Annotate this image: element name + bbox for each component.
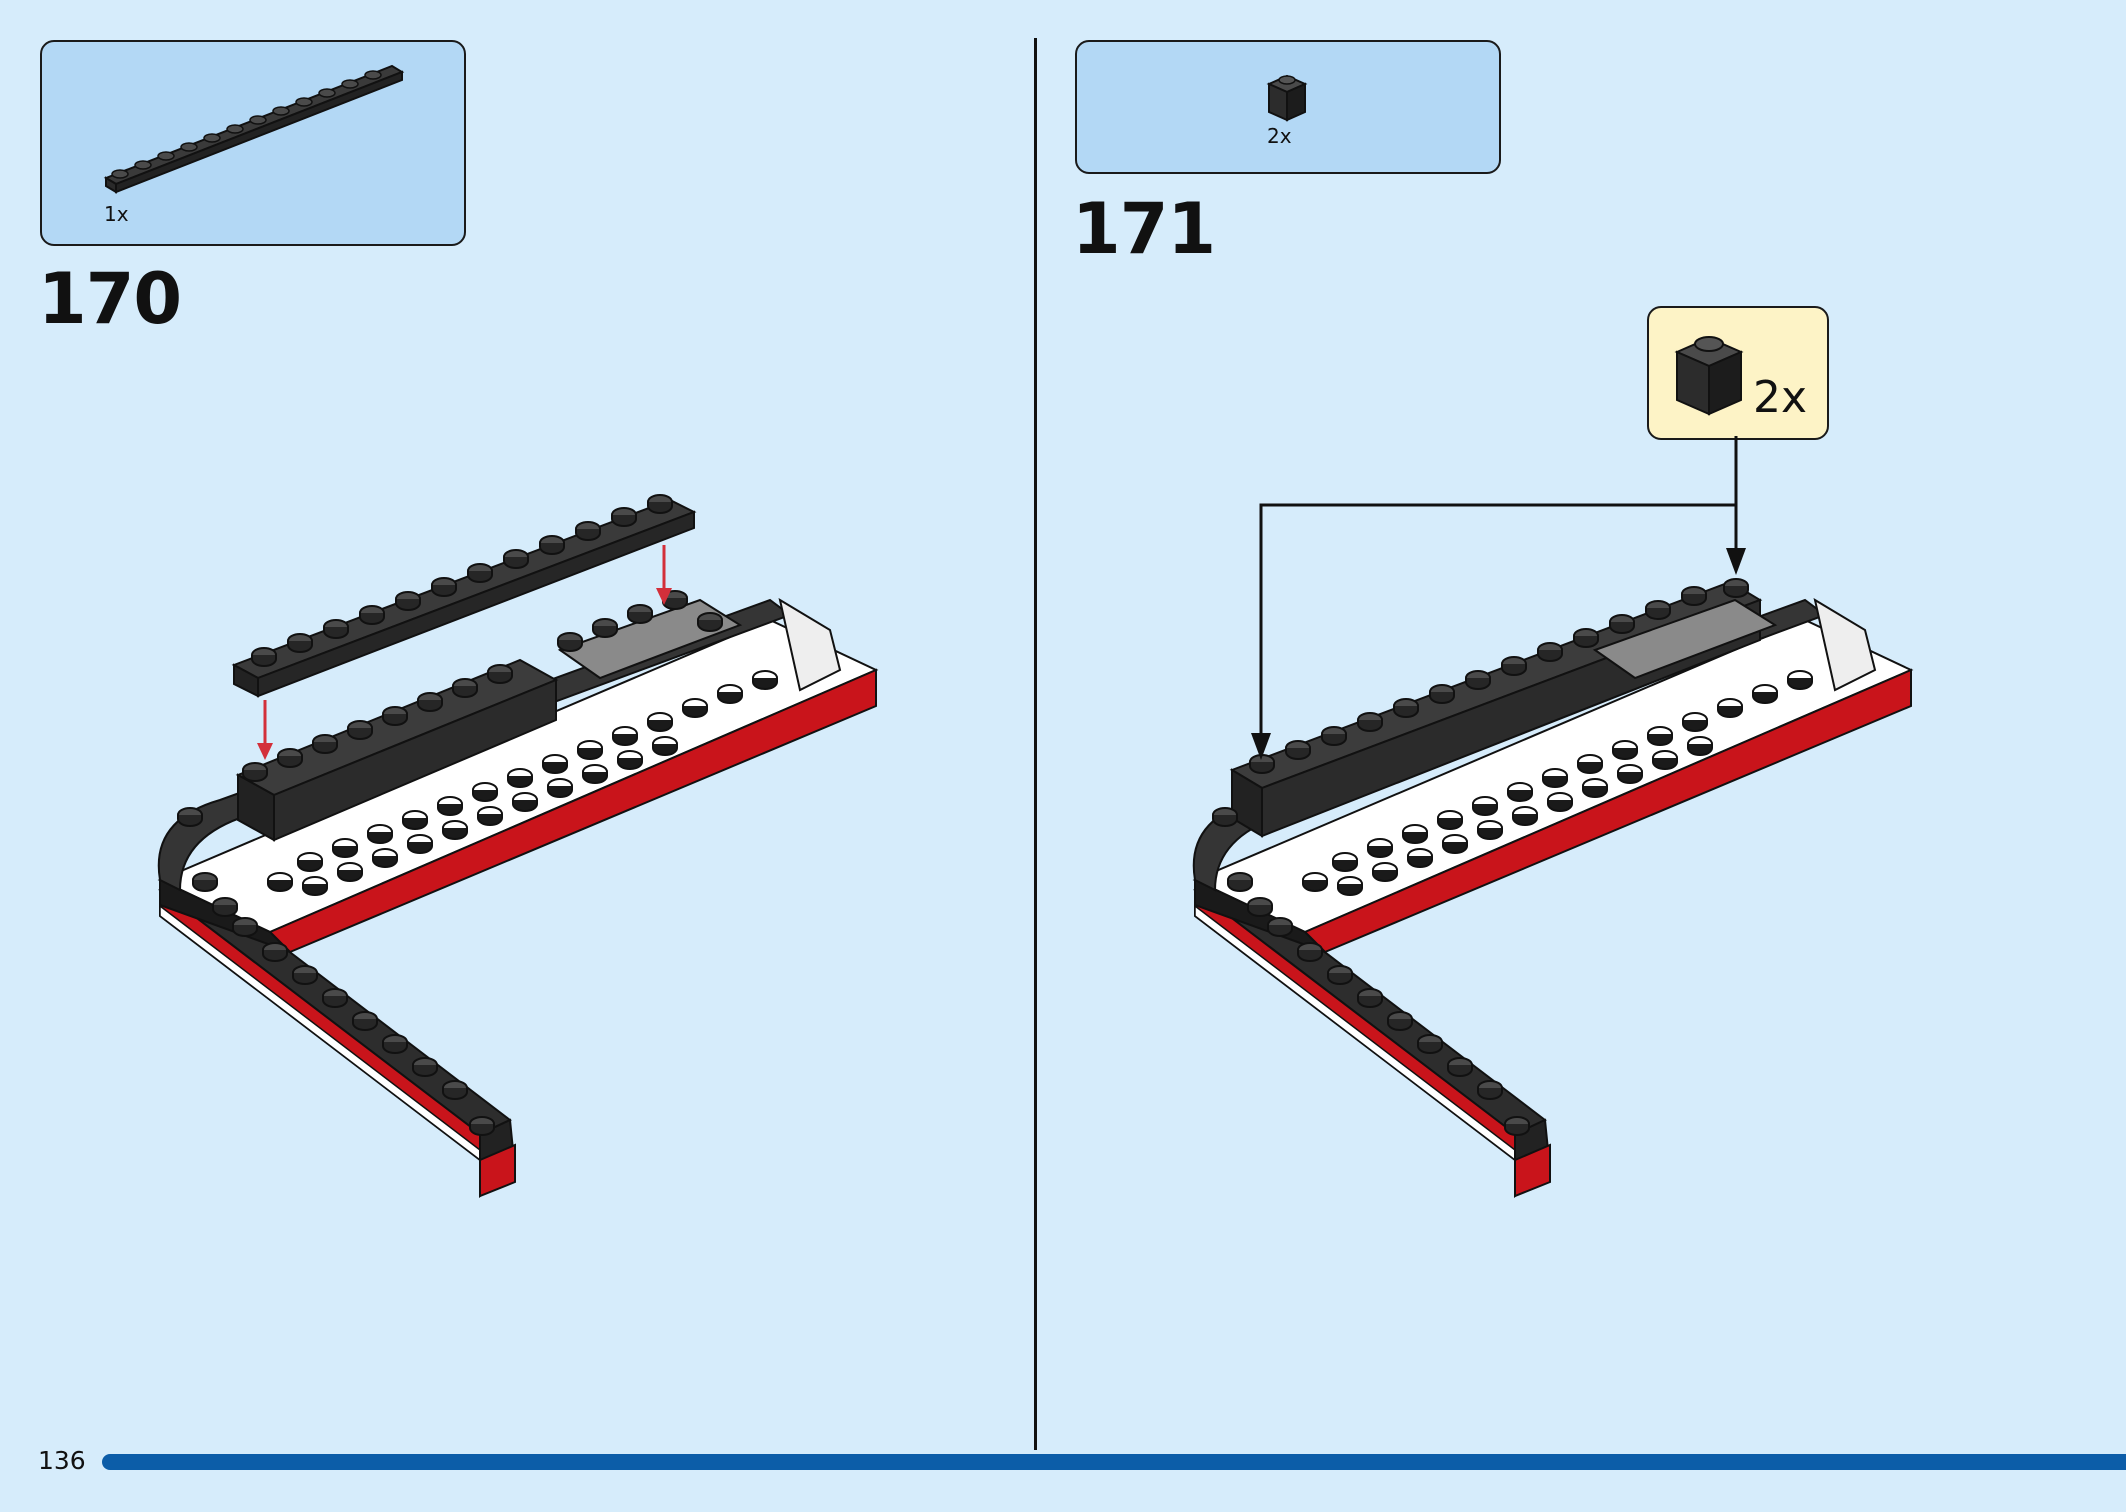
step-170-model [157, 494, 879, 1198]
red-placement-arrow [257, 545, 672, 760]
part-quantity: 2x [1267, 124, 1292, 148]
parts-list-step-171: 2x [1075, 40, 1501, 174]
sub-assembly-callout: 2x [1647, 306, 1829, 440]
progress-bar [102, 1454, 2126, 1470]
black-brick-1x1-icon [1674, 336, 1744, 416]
parts-list-step-170: 1x [40, 40, 466, 246]
black-placement-arrow [1251, 436, 1746, 760]
step-number: 170 [38, 258, 182, 340]
step-number: 171 [1072, 188, 1216, 270]
page-number: 136 [38, 1446, 86, 1475]
black-brick-1x1-icon [1266, 74, 1308, 122]
step-171-model [1192, 436, 1914, 1198]
step-divider [1034, 38, 1037, 1450]
callout-quantity: 2x [1753, 372, 1808, 423]
black-plate-1x12-icon [103, 64, 405, 194]
part-quantity: 1x [104, 202, 129, 226]
